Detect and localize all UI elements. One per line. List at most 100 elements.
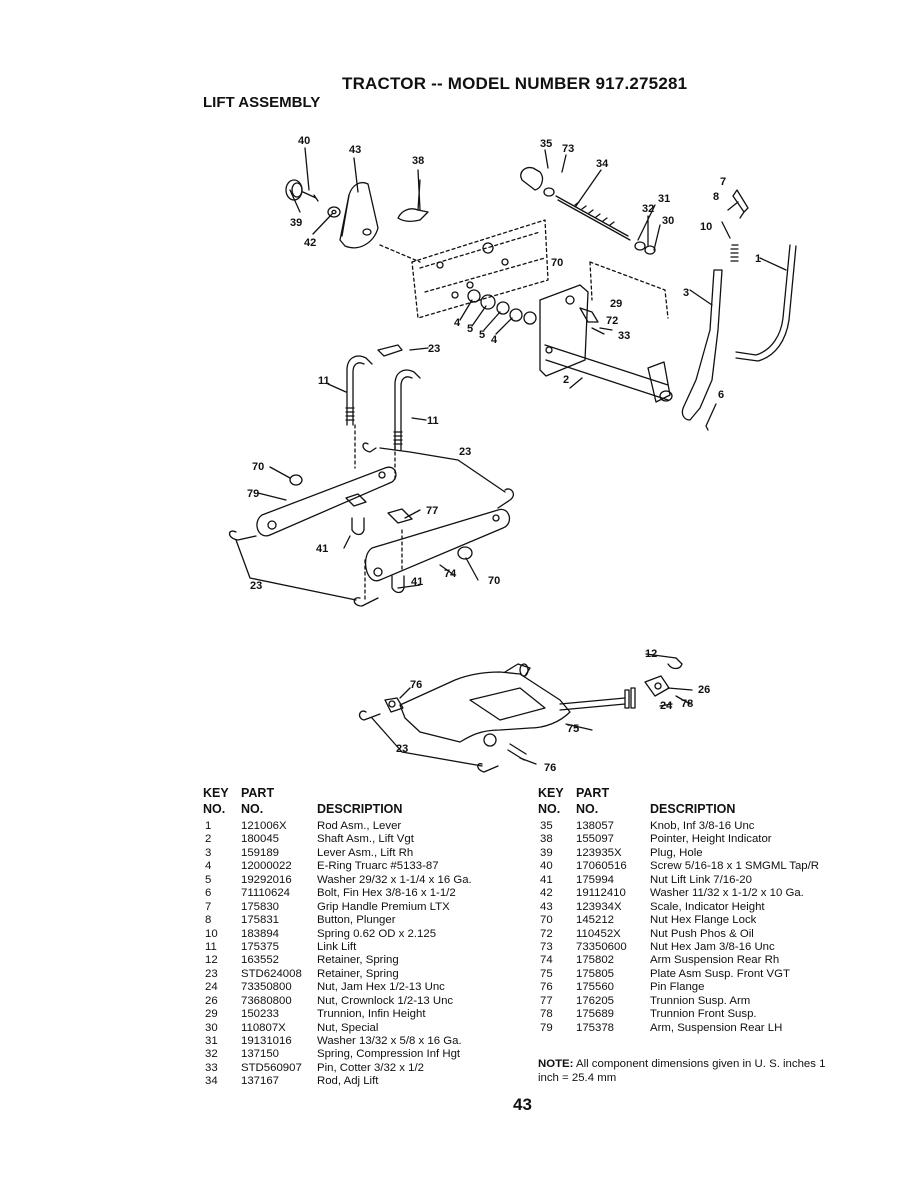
part-key: 74	[540, 954, 553, 967]
callout-70-left: 70	[252, 461, 264, 473]
dimension-note: NOTE: All component dimensions given in …	[538, 1058, 828, 1085]
callout-24: 24	[660, 700, 673, 712]
part-key: 29	[205, 1008, 218, 1021]
part-number: 137167	[241, 1075, 280, 1088]
part-key: 5	[205, 873, 212, 886]
callout-2: 2	[563, 374, 569, 386]
part-description: Washer 29/32 x 1-1/4 x 16 Ga.	[317, 873, 472, 886]
part-key: 75	[540, 967, 553, 980]
part-key: 79	[540, 1021, 553, 1034]
callout-4: 4	[454, 317, 461, 329]
part-description: Arm Suspension Rear Rh	[650, 954, 780, 967]
part-key: 24	[205, 981, 218, 994]
callout-5: 5	[467, 323, 473, 335]
part-number: 121006X	[241, 820, 287, 832]
part-number: STD560907	[241, 1061, 302, 1074]
callout-42: 42	[304, 237, 316, 249]
part-number: 183894	[241, 927, 280, 940]
callout-11-right: 11	[427, 415, 439, 427]
callout-23-lower: 23	[396, 743, 408, 755]
part-key: 70	[540, 914, 553, 927]
part-description: Arm, Suspension Rear LH	[650, 1021, 783, 1034]
callout-23-top: 23	[428, 343, 440, 355]
part-key: 32	[205, 1048, 218, 1061]
lift-lever-group	[681, 189, 797, 431]
table-row: 5 19292016 Washer 29/32 x 1-1/4 x 16 Ga.	[203, 874, 523, 887]
part-key: 35	[540, 820, 553, 832]
part-key: 3	[205, 846, 212, 859]
header-description: DESCRIPTION	[650, 802, 736, 816]
part-key: 6	[205, 887, 212, 900]
callout-30: 30	[662, 215, 674, 227]
callout-39: 39	[290, 217, 302, 229]
part-description: Nut, Special	[317, 1021, 379, 1034]
callout-76-top: 76	[410, 679, 422, 691]
part-key: 4	[205, 860, 212, 873]
part-number: 19131016	[241, 1035, 292, 1047]
part-description: Nut, Crownlock 1/2-13 Unc	[317, 994, 454, 1007]
callout-35: 35	[540, 138, 552, 150]
header-description: DESCRIPTION	[317, 802, 403, 816]
callout-38: 38	[412, 155, 424, 167]
front-suspension-plate-group	[358, 653, 693, 773]
callout-70: 70	[551, 257, 563, 269]
callout-23-mid: 23	[459, 446, 471, 458]
callout-32: 32	[642, 203, 654, 215]
part-number: 17060516	[576, 860, 627, 873]
callout-4b: 4	[491, 334, 498, 346]
part-key: 73	[540, 940, 553, 953]
callout-5b: 5	[479, 329, 485, 341]
part-description: Shaft Asm., Lift Vgt	[317, 833, 414, 846]
callout-40: 40	[298, 135, 310, 147]
callout-79: 79	[247, 488, 259, 500]
table-header: KEY PART NO. NO. DESCRIPTION	[538, 786, 848, 820]
part-number: 159189	[241, 846, 280, 859]
part-description: Retainer, Spring	[317, 954, 399, 967]
part-description: Pin Flange	[650, 981, 705, 994]
callout-70-right: 70	[488, 575, 500, 587]
callout-11-left: 11	[318, 375, 330, 387]
part-key: 38	[540, 833, 553, 846]
note-text: All component dimensions given in U. S. …	[538, 1058, 826, 1084]
part-key: 10	[205, 927, 218, 940]
part-number: 73680800	[241, 994, 292, 1007]
part-number: 180045	[241, 833, 280, 846]
frame-dashed	[354, 219, 669, 601]
part-description: Link Lift	[317, 940, 357, 953]
callout-29: 29	[610, 298, 622, 310]
part-number: 175831	[241, 914, 280, 927]
part-number: 175378	[576, 1021, 615, 1034]
callout-72: 72	[606, 315, 618, 327]
callout-1: 1	[755, 253, 761, 265]
note-label: NOTE:	[538, 1058, 574, 1070]
callout-7: 7	[720, 176, 726, 188]
part-number: 145212	[576, 914, 615, 927]
part-key: 42	[540, 887, 553, 900]
callout-23-bottom: 23	[250, 580, 262, 592]
header-key-no: NO.	[538, 802, 561, 816]
part-key: 31	[205, 1035, 218, 1047]
callout-77: 77	[426, 505, 438, 517]
callout-33: 33	[618, 330, 630, 342]
part-description: Pointer, Height Indicator	[650, 833, 772, 846]
diagram-callouts: 40 43 38 39 42 35 73 34 31 32 30 7 8 10 …	[247, 135, 761, 774]
part-description: Nut, Jam Hex 1/2-13 Unc	[317, 981, 445, 994]
lift-links-group	[327, 344, 429, 451]
callout-74: 74	[444, 568, 457, 580]
part-number: 19292016	[241, 873, 292, 886]
